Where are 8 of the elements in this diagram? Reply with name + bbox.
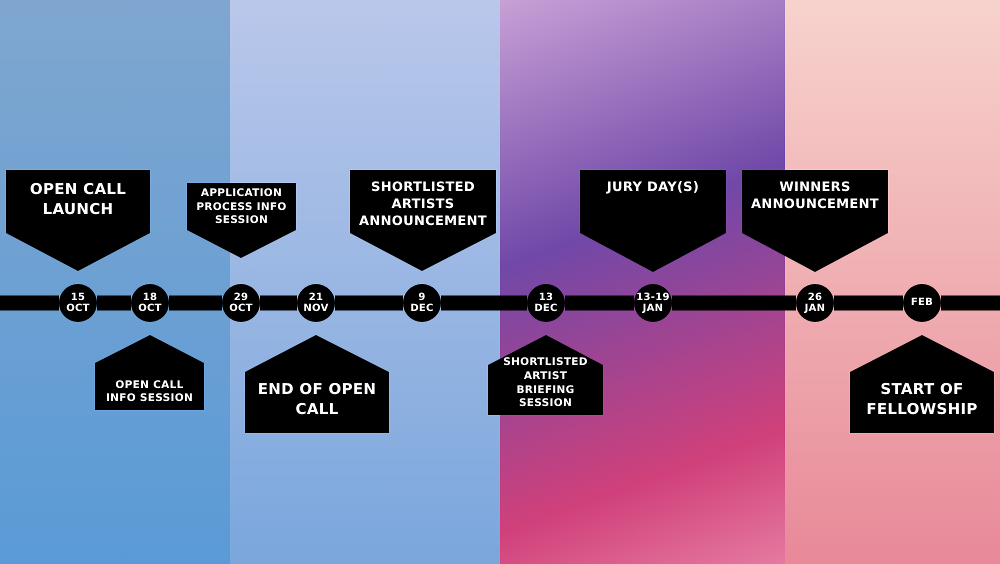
timeline-segment: [260, 296, 297, 310]
timeline-segment: [169, 296, 222, 310]
timeline-segment: [672, 296, 796, 310]
timeline-segment: [834, 296, 903, 310]
timeline-segment: [97, 296, 131, 310]
timeline-segment: [441, 296, 527, 310]
timeline-segment: [565, 296, 634, 310]
timeline-segment: [335, 296, 403, 310]
